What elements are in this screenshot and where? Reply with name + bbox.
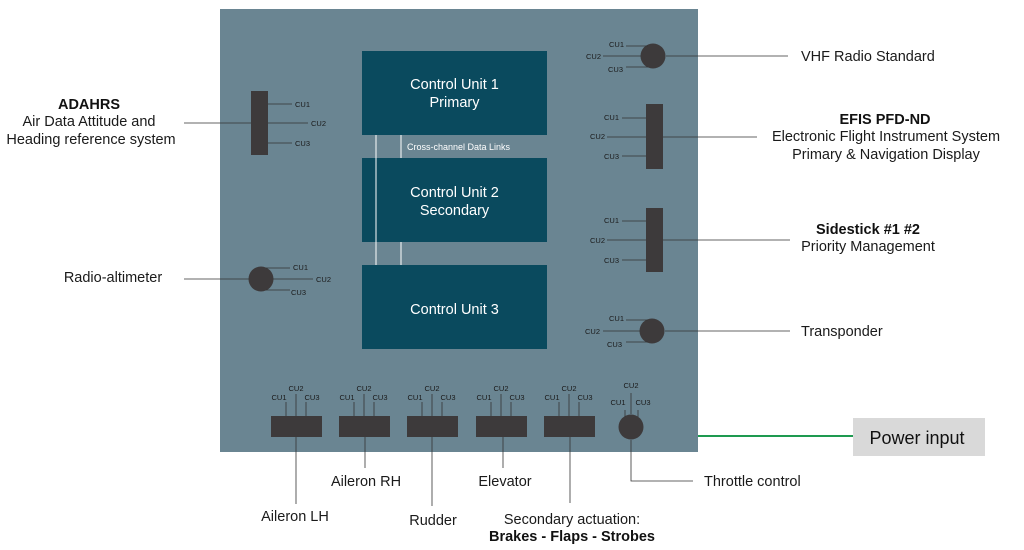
aileron-lh-cu1-label: CU1 — [271, 393, 286, 402]
vhf-cu2-label: CU2 — [586, 52, 601, 61]
sidestick-connector — [646, 208, 663, 272]
rudder-connector — [407, 416, 458, 437]
adahrs-desc-line2: Heading reference system — [6, 132, 175, 148]
control-unit-1-role: Primary — [430, 95, 481, 111]
efis-cu2-label: CU2 — [590, 132, 605, 141]
throttle-cu1-label: CU1 — [610, 398, 625, 407]
aileron-rh-cu2-label: CU2 — [356, 384, 371, 393]
rudder-cu3-label: CU3 — [440, 393, 455, 402]
sidestick-cu2-label: CU2 — [590, 236, 605, 245]
secondary-actuation-label-line1: Secondary actuation: — [504, 512, 640, 528]
aileron-rh-cu1-label: CU1 — [339, 393, 354, 402]
adahrs-title: ADAHRS — [58, 97, 120, 113]
adahrs-cu2-label: CU2 — [311, 119, 326, 128]
radio-altimeter-cu3-label: CU3 — [291, 288, 306, 297]
throttle-cu2-label: CU2 — [623, 381, 638, 390]
adahrs-cu1-label: CU1 — [295, 100, 310, 109]
cross-channel-label: Cross-channel Data Links — [407, 142, 511, 152]
transponder-cu3-label: CU3 — [607, 340, 622, 349]
efis-cu3-label: CU3 — [604, 152, 619, 161]
transponder-connector — [639, 318, 665, 344]
radio-altimeter-cu1-label: CU1 — [293, 263, 308, 272]
secondary-cu1-label: CU1 — [544, 393, 559, 402]
control-unit-3-box — [362, 265, 547, 349]
sidestick-cu3-label: CU3 — [604, 256, 619, 265]
adahrs-cu3-label: CU3 — [295, 139, 310, 148]
vhf-cu3-label: CU3 — [608, 65, 623, 74]
control-unit-2-title: Control Unit 2 — [410, 185, 499, 201]
sidestick-title: Sidestick #1 #2 — [816, 222, 920, 238]
aileron-lh-cu2-label: CU2 — [288, 384, 303, 393]
elevator-cu3-label: CU3 — [509, 393, 524, 402]
secondary-actuation-label-line2: Brakes - Flaps - Strobes — [489, 529, 655, 545]
control-unit-1-title: Control Unit 1 — [410, 77, 499, 93]
rudder-cu1-label: CU1 — [407, 393, 422, 402]
secondary-actuation-connector — [544, 416, 595, 437]
transponder-cu1-label: CU1 — [609, 314, 624, 323]
throttle-cu3-label: CU3 — [635, 398, 650, 407]
radio-altimeter-connector — [248, 266, 274, 292]
control-unit-2-role: Secondary — [420, 203, 490, 219]
secondary-cu2-label: CU2 — [561, 384, 576, 393]
efis-desc-line1: Electronic Flight Instrument System — [772, 129, 1000, 145]
elevator-cu1-label: CU1 — [476, 393, 491, 402]
control-unit-2-box — [362, 158, 547, 242]
transponder-label: Transponder — [801, 324, 883, 340]
rudder-cu2-label: CU2 — [424, 384, 439, 393]
aileron-lh-cu3-label: CU3 — [304, 393, 319, 402]
control-unit-1-box — [362, 51, 547, 135]
aileron-rh-cu3-label: CU3 — [372, 393, 387, 402]
sidestick-desc-line1: Priority Management — [801, 239, 935, 255]
aileron-lh-connector — [271, 416, 322, 437]
throttle-connector — [618, 414, 644, 440]
aileron-lh-label: Aileron LH — [261, 509, 329, 525]
elevator-cu2-label: CU2 — [493, 384, 508, 393]
vhf-cu1-label: CU1 — [609, 40, 624, 49]
efis-desc-line2: Primary & Navigation Display — [792, 147, 981, 163]
throttle-label: Throttle control — [704, 474, 801, 490]
vhf-label: VHF Radio Standard — [801, 49, 935, 65]
throttle-leader-line — [630, 440, 693, 482]
sidestick-cu1-label: CU1 — [604, 216, 619, 225]
adahrs-desc-line1: Air Data Attitude and — [23, 114, 156, 130]
transponder-cu2-label: CU2 — [585, 327, 600, 336]
aileron-rh-connector — [339, 416, 390, 437]
adahrs-connector — [251, 91, 268, 155]
elevator-label: Elevator — [478, 474, 531, 490]
efis-cu1-label: CU1 — [604, 113, 619, 122]
control-unit-3-title: Control Unit 3 — [410, 302, 499, 318]
radio-altimeter-label: Radio-altimeter — [64, 270, 162, 286]
secondary-cu3-label: CU3 — [577, 393, 592, 402]
efis-title: EFIS PFD-ND — [839, 112, 930, 128]
efis-connector — [646, 104, 663, 169]
aileron-rh-label: Aileron RH — [331, 474, 401, 490]
vhf-connector — [640, 43, 666, 69]
power-input-box — [853, 418, 985, 456]
elevator-connector — [476, 416, 527, 437]
rudder-label: Rudder — [409, 513, 457, 529]
radio-altimeter-cu2-label: CU2 — [316, 275, 331, 284]
power-input-label: Power input — [869, 428, 964, 448]
